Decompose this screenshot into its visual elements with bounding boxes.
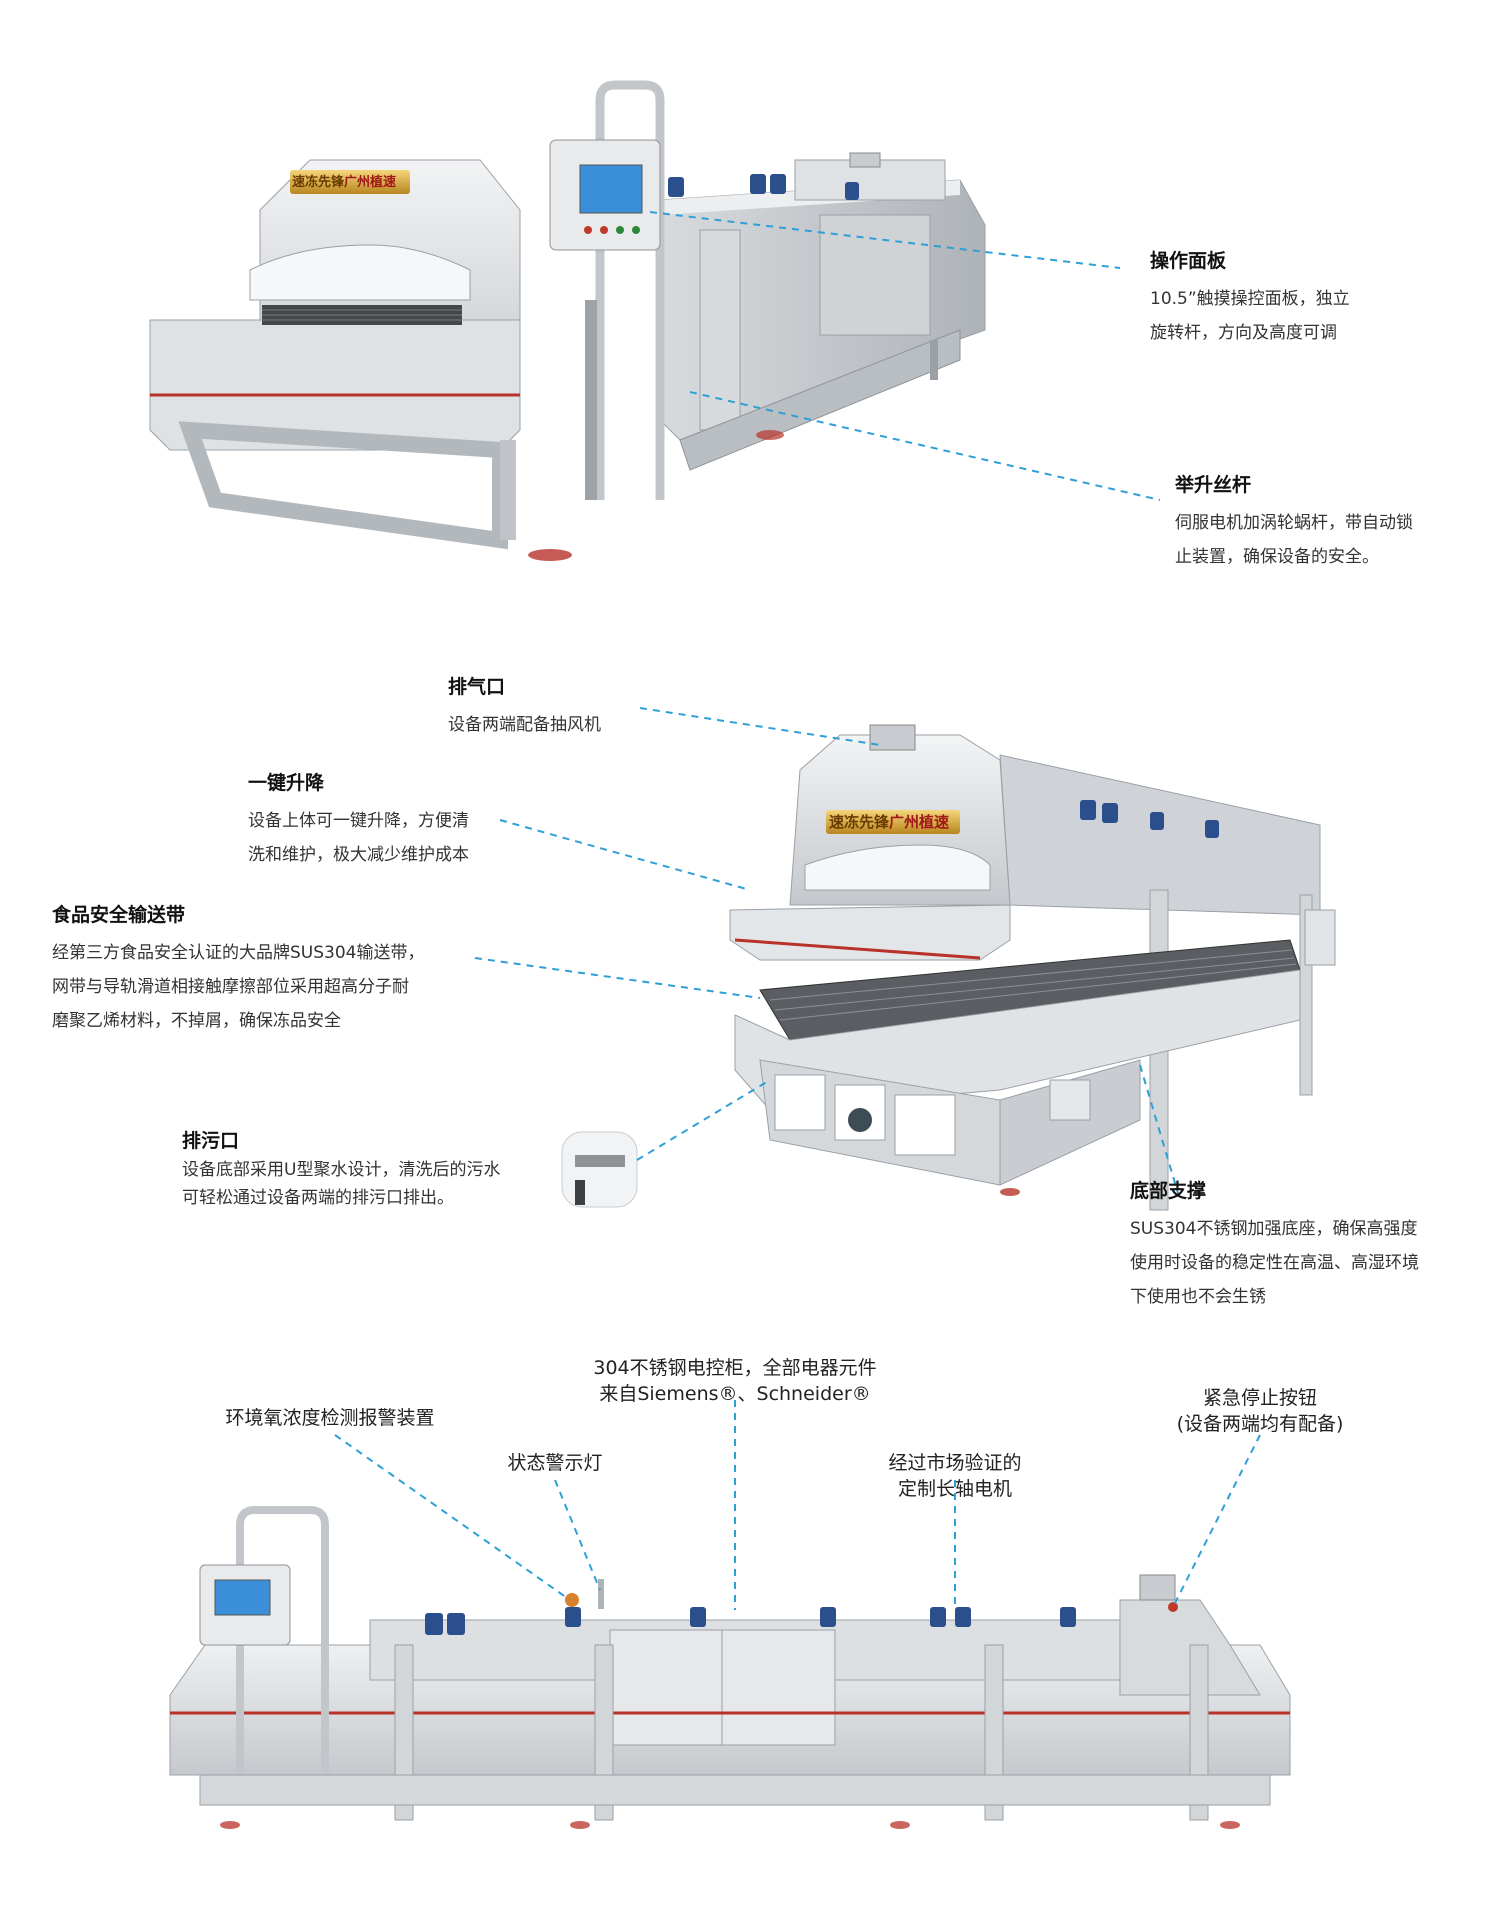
- callout-control-panel: 操作面板 10.5”触摸操控面板，独立 旋转杆，方向及高度可调: [1150, 248, 1350, 350]
- brand-logo-2: 速冻先锋广州植速: [829, 811, 949, 832]
- brand-logo-right: 广州植速: [344, 175, 397, 190]
- callout-title: 状态警示灯: [507, 1452, 603, 1474]
- callout-title: 举升丝杆: [1175, 474, 1252, 496]
- machine-illustration-front: [169, 1506, 1291, 1829]
- feature-section-panel-lift: 速冻先锋广州植速 操作面板 10.5”触摸操控面板，独立 旋转杆，方向及高度可调…: [0, 0, 1500, 620]
- callout-title: 底部支撑: [1130, 1180, 1207, 1202]
- feature-section-conveyor: 速冻先锋广州植速 排气口 设备两端配备抽风机 一键升降 设备上体可一键升降，方便…: [0, 640, 1500, 1340]
- callout-desc: 10.5”触摸操控面板，独立 旋转杆，方向及高度可调: [1150, 289, 1350, 343]
- callout-drain: 排污口 设备底部采用U型聚水设计，清洗后的污水 可轻松通过设备两端的排污口排出。: [182, 1128, 500, 1212]
- callout-desc: 经第三方食品安全认证的大品牌SUS304输送带， 网带与导轨滑道相接触摩擦部位采…: [52, 943, 425, 1031]
- callout-desc: 设备上体可一键升降，方便清 洗和维护，极大减少维护成本: [248, 811, 469, 865]
- callout-oxygen-alarm: 环境氧浓度检测报警装置: [195, 1405, 465, 1431]
- machine-illustration-lifted: [561, 724, 1336, 1211]
- callout-status-light: 状态警示灯: [480, 1450, 630, 1476]
- callout-title: 环境氧浓度检测报警装置: [225, 1407, 435, 1429]
- callout-title: 经过市场验证的 定制长轴电机: [888, 1452, 1022, 1500]
- callout-desc: 伺服电机加涡轮蜗杆，带自动锁 止装置，确保设备的安全。: [1175, 513, 1413, 567]
- callout-title: 紧急停止按钮 (设备两端均有配备): [1176, 1387, 1344, 1435]
- callout-title: 排污口: [182, 1130, 240, 1152]
- brand-logo: 速冻先锋广州植速: [292, 171, 396, 190]
- callout-desc: 设备两端配备抽风机: [448, 715, 601, 735]
- callout-title: 操作面板: [1150, 250, 1227, 272]
- callout-emergency-stop: 紧急停止按钮 (设备两端均有配备): [1145, 1385, 1375, 1437]
- callout-desc: SUS304不锈钢加强底座，确保高强度 使用时设备的稳定性在高温、高湿环境 下使…: [1130, 1219, 1419, 1307]
- feature-section-front-view: 304不锈钢电控柜，全部电器元件 来自Siemens®、Schneider® 环…: [0, 1345, 1500, 1920]
- callout-control-cabinet: 304不锈钢电控柜，全部电器元件 来自Siemens®、Schneider®: [520, 1355, 950, 1407]
- callout-long-shaft-motor: 经过市场验证的 定制长轴电机: [850, 1450, 1060, 1502]
- callout-title: 排气口: [448, 676, 506, 698]
- callout-desc: 设备底部采用U型聚水设计，清洗后的污水 可轻松通过设备两端的排污口排出。: [182, 1160, 501, 1208]
- brand-logo-right: 广州植速: [889, 813, 950, 831]
- callout-one-key-lift: 一键升降 设备上体可一键升降，方便清 洗和维护，极大减少维护成本: [248, 770, 469, 872]
- callout-base-support: 底部支撑 SUS304不锈钢加强底座，确保高强度 使用时设备的稳定性在高温、高湿…: [1130, 1178, 1419, 1314]
- callout-food-safe-belt: 食品安全输送带 经第三方食品安全认证的大品牌SUS304输送带， 网带与导轨滑道…: [52, 902, 424, 1038]
- callout-title: 一键升降: [248, 772, 325, 794]
- callout-title: 食品安全输送带: [52, 904, 186, 926]
- callout-lift-screw: 举升丝杆 伺服电机加涡轮蜗杆，带自动锁 止装置，确保设备的安全。: [1175, 472, 1413, 574]
- callout-title: 304不锈钢电控柜，全部电器元件 来自Siemens®、Schneider®: [593, 1357, 877, 1405]
- callout-exhaust: 排气口 设备两端配备抽风机: [448, 674, 601, 742]
- brand-logo-left: 速冻先锋: [292, 175, 345, 190]
- brand-logo-left: 速冻先锋: [829, 813, 890, 831]
